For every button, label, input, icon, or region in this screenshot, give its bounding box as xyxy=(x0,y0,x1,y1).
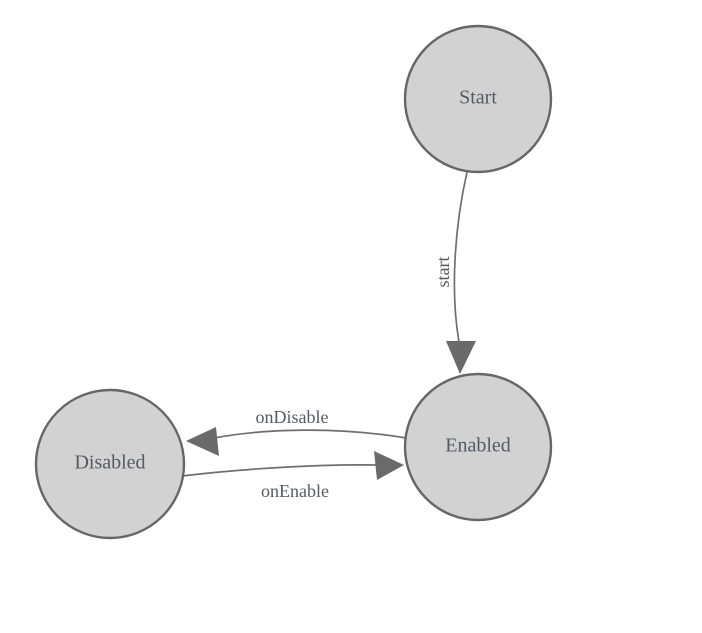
edge-enabled-to-disabled-path xyxy=(213,429,407,439)
edge-start-to-enabled[interactable]: start xyxy=(433,171,476,374)
edge-disabled-to-enabled-path xyxy=(181,464,377,477)
edge-label-onenable: onEnable xyxy=(261,481,329,501)
edge-enabled-to-disabled[interactable]: onDisable xyxy=(186,407,407,456)
edge-disabled-to-enabled-arrowhead xyxy=(374,451,404,480)
node-start-label: Start xyxy=(459,87,497,109)
node-enabled-circle xyxy=(403,372,553,522)
edge-start-to-enabled-arrowhead xyxy=(446,341,476,374)
edge-label-ondisable: onDisable xyxy=(256,407,329,427)
node-enabled-label: Enabled xyxy=(445,435,511,457)
edge-enabled-to-disabled-arrowhead xyxy=(186,427,219,456)
edge-disabled-to-enabled[interactable]: onEnable xyxy=(181,451,404,501)
node-disabled-circle xyxy=(34,388,186,540)
edge-start-to-enabled-path xyxy=(453,171,468,343)
node-disabled-label: Disabled xyxy=(74,452,145,474)
node-start-circle xyxy=(403,24,553,174)
node-enabled[interactable]: Enabled xyxy=(403,372,553,522)
node-disabled[interactable]: Disabled xyxy=(34,388,186,540)
edge-label-start: start xyxy=(433,257,453,288)
node-start[interactable]: Start xyxy=(403,24,553,174)
